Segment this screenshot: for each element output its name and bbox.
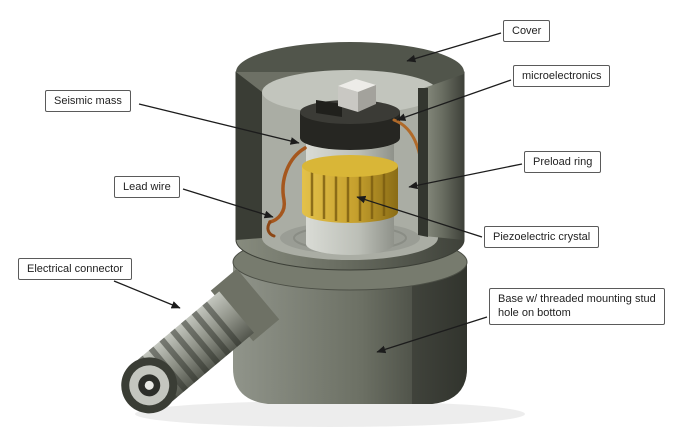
arrow-cover [406,32,502,63]
label-piezoelectric-crystal: Piezoelectric crystal [484,226,600,249]
arrow-microelectronics [396,79,512,121]
piezoelectric-crystal-shape [302,155,398,223]
arrow-lead-wire [182,188,274,219]
label-seismic-mass: Seismic mass [45,90,131,113]
label-base: Base w/ threaded mounting stud hole on b… [489,288,665,325]
microelectronics-shape [316,79,376,117]
ground-shadow [135,401,525,427]
arrow-seismic-mass [138,103,300,145]
arrow-piezoelectric-crystal [356,195,483,238]
label-preload-ring: Preload ring [524,151,602,174]
label-cover: Cover [503,20,551,43]
label-electrical-connector: Electrical connector [18,258,132,281]
label-microelectronics: microelectronics [513,65,611,88]
cover-cut-edge [418,74,464,240]
label-lead-wire: Lead wire [114,176,180,199]
arrow-base [376,316,488,354]
arrow-electrical-connector [113,280,181,309]
arrow-preload-ring [408,163,523,190]
electrical-connector-shape [121,268,280,414]
callout-arrows [113,32,523,354]
